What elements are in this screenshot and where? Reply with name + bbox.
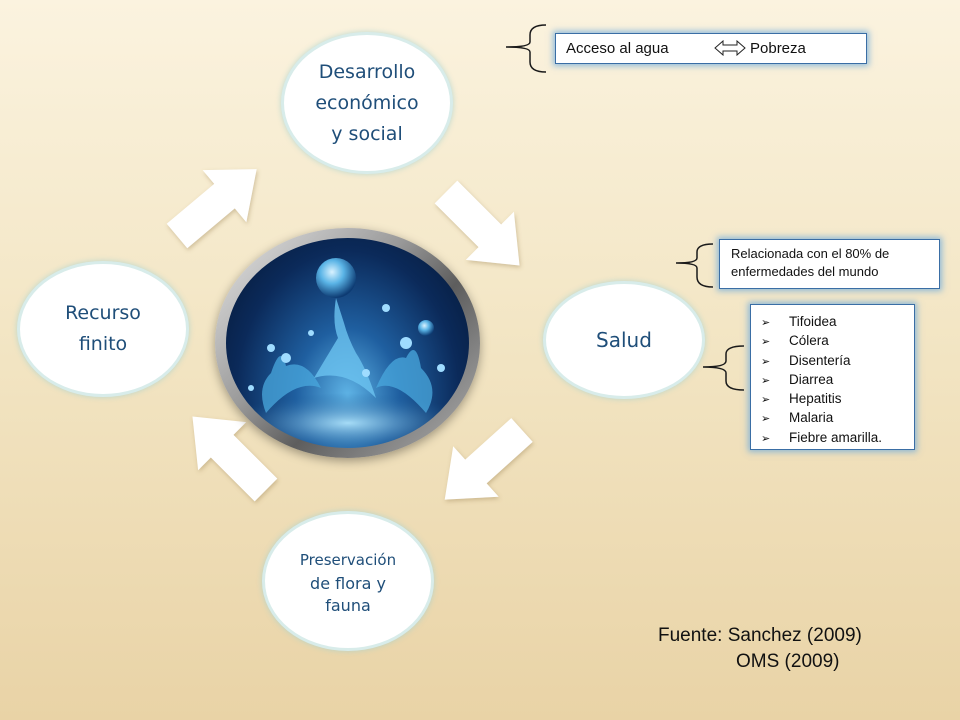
node-desarrollo-line1: Desarrollo (318, 60, 416, 83)
bracket-access (505, 24, 547, 73)
disease-label: Tifoidea (789, 314, 837, 329)
double-arrow-icon (714, 40, 746, 56)
source-line-1: Fuente: Sanchez (2009) (658, 625, 862, 646)
list-item: ➢ Cólera (761, 331, 914, 350)
disease-label: Malaria (789, 410, 834, 426)
disease-label: Disentería (789, 352, 851, 368)
arrow-bullet-icon: ➢ (761, 394, 771, 407)
arrow-bullet-icon: ➢ (761, 432, 771, 445)
list-item: ➢ Fiebre amarilla. (761, 428, 914, 447)
callout-relacionada-line2: enfermedades del mundo (731, 264, 879, 279)
arrow-bullet-icon: ➢ (761, 374, 771, 387)
arrow-bullet-icon: ➢ (761, 317, 771, 329)
callout-acceso-pobreza: Acceso al agua Pobreza (555, 33, 867, 64)
node-desarrollo: Desarrollo económico y social (281, 32, 453, 174)
arrow-bullet-icon: ➢ (761, 355, 771, 368)
node-salud-label: Salud (596, 328, 652, 352)
node-preservacion-line1: Preservación (299, 551, 397, 569)
center-image-frame (215, 228, 480, 458)
node-salud: Salud (543, 281, 705, 399)
arrow-top-to-right (434, 180, 520, 266)
node-recurso-line1: Recurso (65, 302, 141, 324)
arrow-left-to-top (166, 169, 257, 249)
callout-relacionada-line1: Relacionada con el 80% de (731, 246, 890, 261)
list-item: ➢ Tifoidea (761, 312, 914, 331)
callout-pobreza-label: Pobreza (750, 40, 806, 57)
callout-relacionada: Relacionada con el 80% de enfermedades d… (719, 239, 940, 289)
disease-label: Diarrea (789, 371, 834, 387)
disease-label: Fiebre amarilla. (789, 429, 883, 445)
disease-label: Cólera (789, 333, 829, 349)
arrow-right-to-bottom (444, 418, 533, 500)
node-preservacion: Preservación de flora y fauna (262, 511, 434, 651)
node-desarrollo-line2: económico (315, 91, 419, 114)
arrow-bullet-icon: ➢ (761, 413, 771, 426)
disease-label: Hepatitis (789, 391, 842, 407)
bracket-relacion (675, 243, 714, 288)
list-item: ➢ Diarrea (761, 370, 914, 389)
arrow-bullet-icon: ➢ (761, 336, 771, 349)
source-line-2: OMS (2009) (736, 651, 840, 672)
water-splash-image (226, 238, 469, 448)
callout-acceso-label: Acceso al agua (566, 40, 669, 57)
list-item: ➢ Disentería (761, 351, 914, 370)
node-preservacion-line2: de flora y (310, 574, 386, 593)
bracket-diseases (702, 345, 745, 391)
list-item: ➢ Hepatitis (761, 389, 914, 408)
list-item: ➢ Malaria (761, 408, 914, 427)
node-recurso-line2: finito (78, 333, 128, 355)
arrow-bottom-to-left (192, 416, 278, 502)
node-preservacion-line3: fauna (325, 596, 371, 615)
node-recurso: Recurso finito (17, 261, 189, 397)
callout-diseases-list: ➢ Tifoidea ➢ Cólera ➢ Disentería ➢ Diarrea ➢… (750, 304, 915, 450)
node-desarrollo-line3: y social (331, 122, 403, 145)
